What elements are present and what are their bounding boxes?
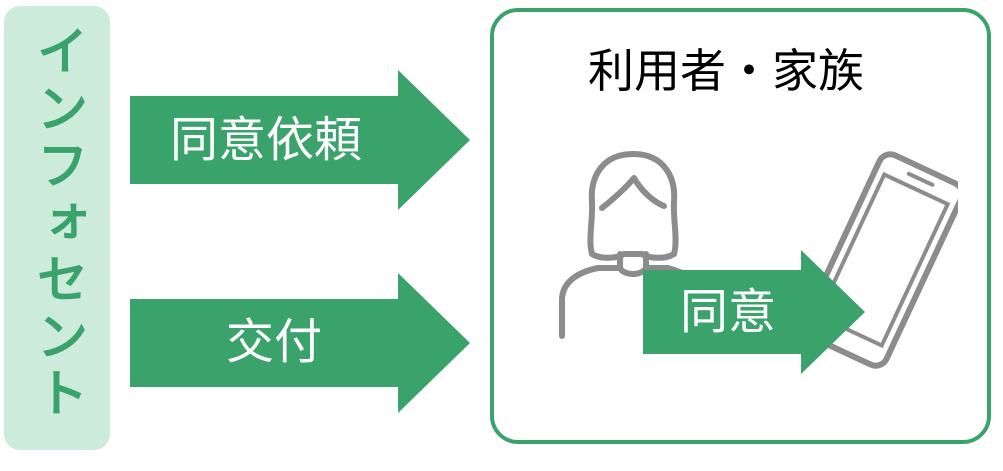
infosent-label: インフォセント — [27, 24, 87, 423]
consent-arrow — [643, 250, 865, 374]
consent-request-label: 同意依頼 — [170, 112, 363, 168]
infosent-panel: インフォセント — [4, 6, 110, 450]
consent-request-arrow — [130, 70, 470, 210]
delivery-arrow — [130, 273, 470, 413]
consent-label: 同意 — [680, 284, 777, 340]
user-family-title: 利用者・家族 — [588, 44, 864, 98]
delivery-label: 交付 — [226, 314, 323, 370]
